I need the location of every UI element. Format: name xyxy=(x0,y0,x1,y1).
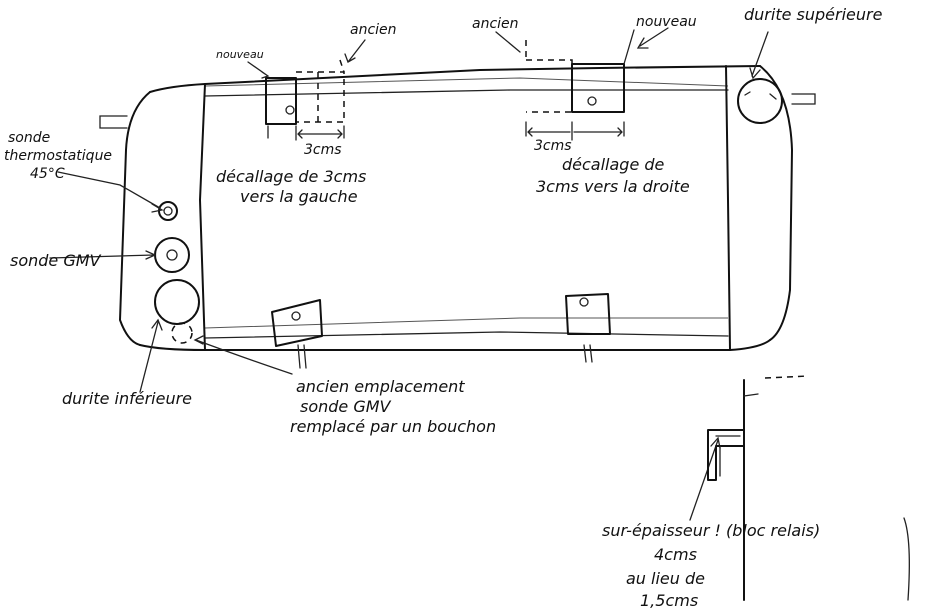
label-decalage-right-2: 3cms vers la droite xyxy=(536,177,690,196)
label-nouveau-right: nouveau xyxy=(636,14,697,30)
label-decalage-right-1: décallage de xyxy=(562,155,665,174)
bracket-top-right-old xyxy=(525,40,573,113)
label-durite-inferieure: durite inférieure xyxy=(62,389,192,408)
bracket-top-left-new xyxy=(265,77,297,125)
label-dim-left: 3cms xyxy=(304,142,342,158)
label-nouveau-left: nouveau xyxy=(216,48,264,61)
label-sonde-gmv: sonde GMV xyxy=(10,251,102,270)
label-ancien-left: ancien xyxy=(350,22,397,38)
radiator-body xyxy=(119,65,793,351)
sensor-gmv-circle xyxy=(154,237,190,273)
bracket-bottom-right xyxy=(565,293,611,335)
bracket-top-left-old xyxy=(296,59,345,123)
label-durite-superieure: durite supérieure xyxy=(744,5,883,24)
leader-lines xyxy=(49,27,769,521)
label-sur-epaisseur-3: au lieu de xyxy=(626,569,705,588)
label-ancien-right: ancien xyxy=(472,16,519,32)
label-decalage-left-2: vers la gauche xyxy=(240,187,358,206)
upper-hose-circle xyxy=(737,78,783,124)
label-sonde-thermo-3: 45°C xyxy=(30,166,65,182)
label-sonde-thermo-2: thermostatique xyxy=(4,148,112,164)
label-sur-epaisseur-1: sur-épaisseur ! (bloc relais) xyxy=(602,521,820,540)
old-sensor-dashed xyxy=(171,322,193,344)
label-sur-epaisseur-4: 1,5cms xyxy=(640,591,698,610)
lower-hose-circle xyxy=(154,279,200,325)
label-ancien-empl-3: remplacé par un bouchon xyxy=(290,417,496,436)
label-ancien-empl-2: sonde GMV xyxy=(300,397,392,416)
label-sur-epaisseur-2: 4cms xyxy=(654,545,697,564)
bracket-bottom-left xyxy=(271,299,323,347)
bracket-top-right-new xyxy=(571,29,635,113)
side-detail xyxy=(707,375,910,601)
label-dim-right: 3cms xyxy=(534,138,572,154)
label-decalage-left-1: décallage de 3cms xyxy=(216,167,366,186)
label-sonde-thermo-1: sonde xyxy=(8,130,50,146)
sensor-thermo-circle xyxy=(158,201,178,221)
pipe-stubs xyxy=(99,93,816,369)
dimension-left xyxy=(267,125,345,141)
dimension-right xyxy=(525,121,625,141)
label-ancien-empl-1: ancien emplacement xyxy=(296,377,465,396)
